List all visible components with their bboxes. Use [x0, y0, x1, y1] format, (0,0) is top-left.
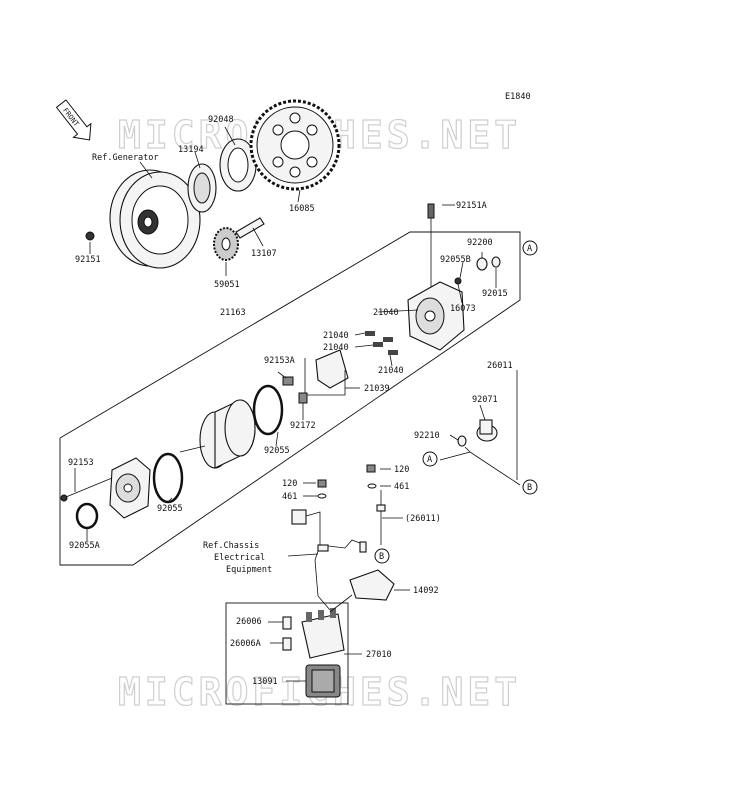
- bolt-92153: [60, 477, 113, 502]
- label-26011-paren: (26011): [405, 514, 441, 524]
- label-16085: 16085: [289, 204, 315, 214]
- label-120-left: 120: [282, 479, 297, 489]
- svg-text:B: B: [527, 483, 532, 493]
- label-21163: 21163: [220, 308, 246, 318]
- label-26006: 26006: [236, 617, 262, 627]
- label-ref-chassis-1: Ref.Chassis: [203, 541, 259, 551]
- brushes: [365, 331, 398, 355]
- idler-shaft: [235, 217, 265, 239]
- screw-92153A: [282, 376, 294, 386]
- label-ref-generator: Ref.Generator: [92, 153, 159, 163]
- label-27010: 27010: [366, 650, 392, 660]
- fuse-26006: [282, 616, 292, 630]
- bolt-92151: [85, 231, 95, 241]
- starter-motor-frame: [59, 231, 521, 566]
- label-59051: 59051: [214, 280, 240, 290]
- svg-text:A: A: [427, 455, 432, 465]
- label-92055A: 92055A: [69, 541, 100, 551]
- label-26011: 26011: [487, 361, 513, 371]
- bolt-120-left: [317, 479, 327, 499]
- label-92015: 92015: [482, 289, 508, 299]
- bearing-ring: [219, 138, 257, 192]
- starter-end-cover: [407, 281, 465, 351]
- label-92172: 92172: [290, 421, 316, 431]
- starter-front-bracket: [109, 457, 151, 519]
- oring-92055-lower: [152, 452, 184, 504]
- generator-rotor: [109, 169, 201, 269]
- callout-B-lower: B: [374, 548, 390, 564]
- label-461-right: 461: [394, 482, 409, 492]
- label-92055B: 92055B: [440, 255, 471, 265]
- oring-92055-upper: [252, 384, 284, 436]
- relay-rubber-case: [305, 664, 341, 698]
- label-120-right: 120: [394, 465, 409, 475]
- label-21039: 21039: [364, 384, 390, 394]
- brush-holder: [304, 349, 349, 396]
- label-92151A: 92151A: [456, 201, 487, 211]
- label-13091: 13091: [252, 677, 278, 687]
- label-21040-a: 21040: [373, 308, 399, 318]
- label-461-left: 461: [282, 492, 297, 502]
- label-ref-chassis-2: Electrical: [214, 553, 265, 563]
- leader-lines: [74, 126, 497, 682]
- label-21040-b: 21040: [323, 331, 349, 341]
- svg-text:B: B: [379, 552, 384, 562]
- label-92153: 92153: [68, 458, 94, 468]
- starter-relay: [301, 608, 345, 659]
- label-26006A: 26006A: [230, 639, 261, 649]
- callout-B-right: B: [522, 479, 538, 495]
- starter-clutch: [187, 163, 217, 213]
- callout-A-mid: A: [422, 451, 438, 467]
- oring-92055B: [454, 277, 462, 285]
- oring-92055A: [75, 502, 99, 530]
- label-ref-chassis-3: Equipment: [226, 565, 272, 575]
- starter-driven-gear: [249, 99, 341, 191]
- label-13107: 13107: [251, 249, 277, 259]
- callout-A-top: A: [522, 240, 538, 256]
- label-92048: 92048: [208, 115, 234, 125]
- label-92055-upper: 92055: [264, 446, 290, 456]
- front-arrow-icon: FRONT: [55, 99, 92, 141]
- label-92151: 92151: [75, 255, 101, 265]
- label-21040-d: 21040: [378, 366, 404, 376]
- relay-frame: [225, 602, 349, 705]
- nut-92015: [491, 256, 501, 268]
- label-92210: 92210: [414, 431, 440, 441]
- label-92055-lower: 92055: [157, 504, 183, 514]
- label-16073: 16073: [450, 304, 476, 314]
- label-92153A: 92153A: [264, 356, 295, 366]
- washer-92200: [476, 257, 488, 271]
- relay-cover: [349, 569, 395, 601]
- label-92071: 92071: [472, 395, 498, 405]
- label-13194: 13194: [178, 145, 204, 155]
- screw-92172: [298, 392, 308, 404]
- label-21040-c: 21040: [323, 343, 349, 353]
- relay-wire-harness: [291, 490, 386, 611]
- idle-gear: [213, 227, 239, 261]
- starter-cable: [439, 419, 521, 486]
- label-92200: 92200: [467, 238, 493, 248]
- fuse-26006A: [282, 637, 292, 651]
- svg-text:A: A: [527, 244, 532, 254]
- diagram-code: E1840: [505, 92, 531, 102]
- bolt-120-right: [366, 464, 377, 489]
- starter-yoke: [179, 399, 256, 469]
- label-14092: 14092: [413, 586, 439, 596]
